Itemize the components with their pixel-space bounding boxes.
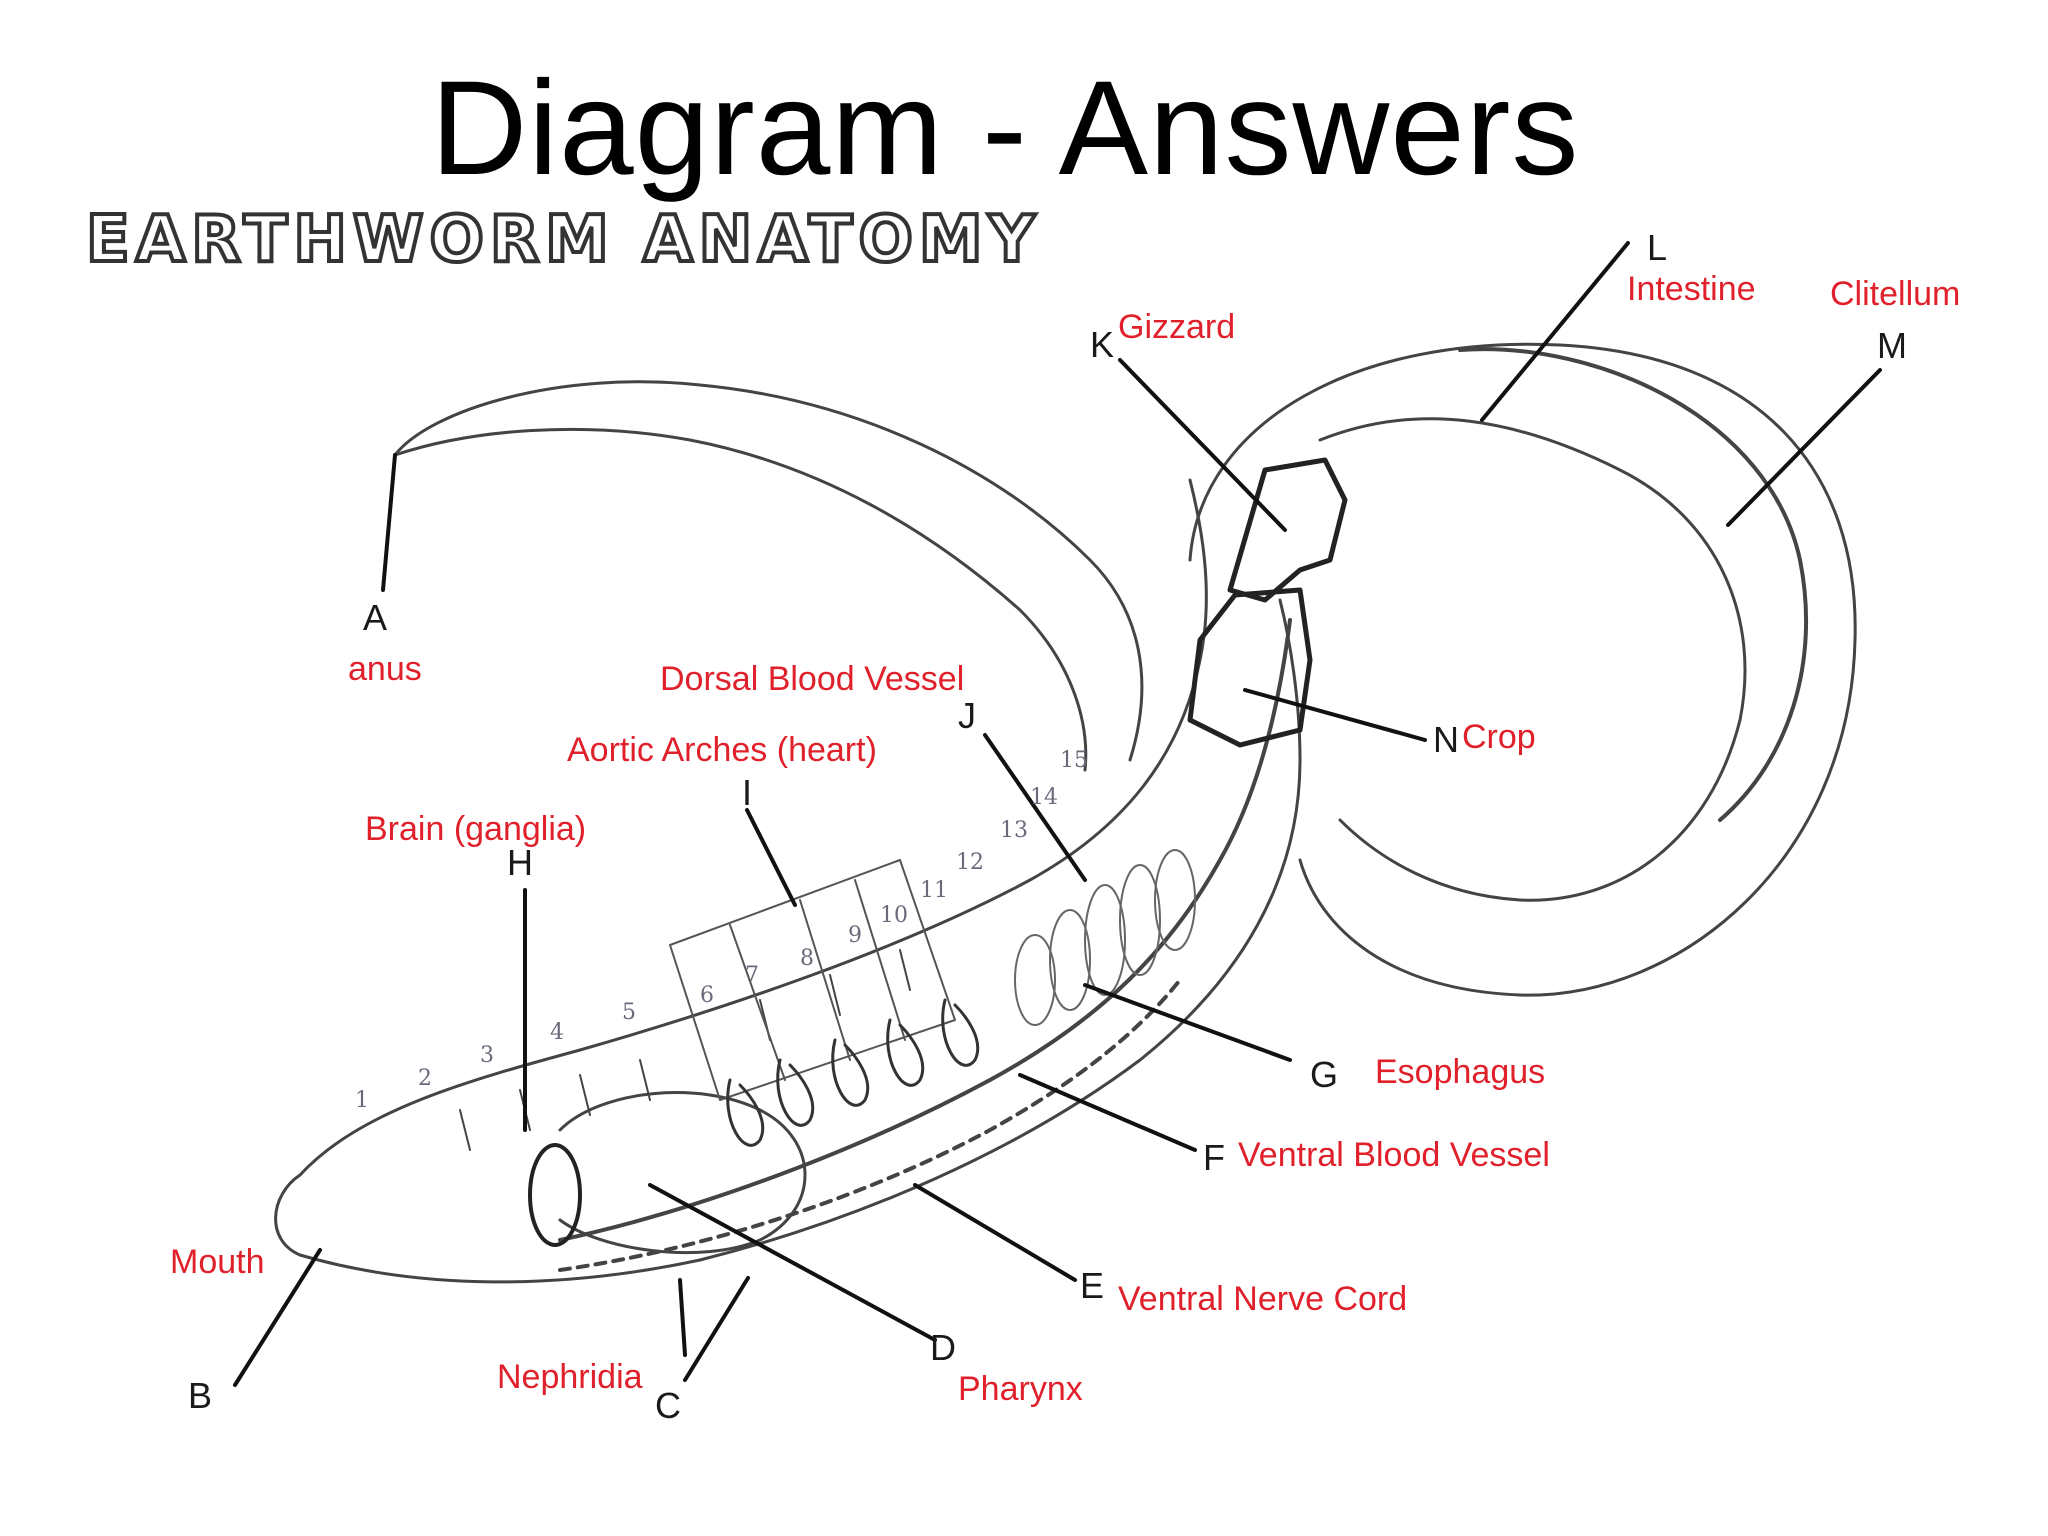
segment-number: 15 [1060,748,1088,773]
worm-tail-body-lower [393,427,1088,772]
label-letter-J: J [958,695,976,736]
label-ventral-blood-vessel: Ventral Blood Vessel [1238,1136,1550,1174]
label-letter-K: K [1090,324,1115,365]
segment-number: 1 [355,1088,369,1113]
segment-number: 2 [418,1066,432,1091]
segment-number: 13 [1000,818,1028,843]
leader-line-G [1083,983,1292,1062]
banner-earthworm-anatomy: EARTHWORM ANATOMY [84,203,1041,277]
label-letter-D: D [930,1327,956,1368]
segment-grid [669,859,956,1101]
leader-line-B [233,1248,322,1387]
leader-line-L [1480,241,1630,422]
worm-tail-body [393,380,1144,762]
segment-number: 10 [880,903,908,928]
leader-line-F [1018,1073,1197,1152]
segment-number: 12 [956,850,984,875]
leader-line-I [745,808,797,907]
leader-line-M [1726,368,1882,527]
label-letter-F: F [1203,1137,1225,1178]
label-ventral-nerve-cord: Ventral Nerve Cord [1118,1280,1408,1318]
leader-line-N [1243,688,1427,742]
pharynx-shape [558,1091,807,1255]
label-clitellum: Clitellum [1830,275,1961,313]
leader-line-C2 [683,1276,750,1382]
label-letter-C: C [655,1385,681,1426]
leader-line-K [1118,358,1287,532]
gizzard-outline [1227,457,1348,603]
esophagus-rings [1014,849,1196,1026]
label-letter-H: H [507,842,533,883]
label-letter-B: B [188,1375,213,1416]
label-letter-I: I [742,772,753,813]
label-nephridia: Nephridia [497,1358,643,1396]
worm-loop-inner [1318,417,1747,902]
label-anus: anus [348,650,422,688]
clitellum-band [1458,347,1809,822]
leader-line-J [983,733,1087,882]
label-letter-M: M [1877,325,1907,366]
label-letter-L: L [1647,227,1668,268]
label-letter-E: E [1080,1265,1105,1306]
label-letter-G: G [1310,1054,1339,1095]
label-brain-ganglia: Brain (ganglia) [365,810,587,848]
label-mouth: Mouth [170,1243,265,1281]
segment-number: 14 [1030,785,1058,810]
label-gizzard: Gizzard [1118,308,1236,346]
leader-line-E [913,1183,1077,1282]
segment-number: 11 [920,878,948,903]
label-intestine: Intestine [1627,270,1756,308]
leader-line-C1 [678,1278,687,1357]
label-letter-N: N [1433,719,1459,760]
worm-front-lower [298,598,1302,1284]
slide-title: Diagram - Answers [430,54,1580,203]
label-esophagus: Esophagus [1375,1053,1546,1091]
aortic-arches [726,998,980,1147]
segment-number: 6 [700,983,714,1008]
segment-number: 9 [848,923,862,948]
label-pharynx: Pharynx [958,1370,1083,1408]
label-dorsal-blood-vessel: Dorsal Blood Vessel [660,660,965,698]
segment-number: 3 [480,1043,494,1068]
gut-line [558,618,1292,1242]
ventral-cord-line [558,978,1182,1272]
leader-line-A [381,453,397,592]
label-crop: Crop [1462,718,1536,756]
crop-outline [1187,587,1313,748]
label-aortic-arches: Aortic Arches (heart) [567,731,877,769]
worm-mouth-tip [274,1173,302,1257]
worm-loop-outer [1188,342,1857,997]
label-letter-A: A [363,597,388,638]
segment-number: 5 [622,1000,636,1025]
brain-ganglia-ring [528,1143,582,1247]
leader-line-D [648,1183,937,1342]
segment-number: 8 [800,946,814,971]
segment-number: 4 [550,1020,564,1045]
segment-number: 7 [745,963,759,988]
